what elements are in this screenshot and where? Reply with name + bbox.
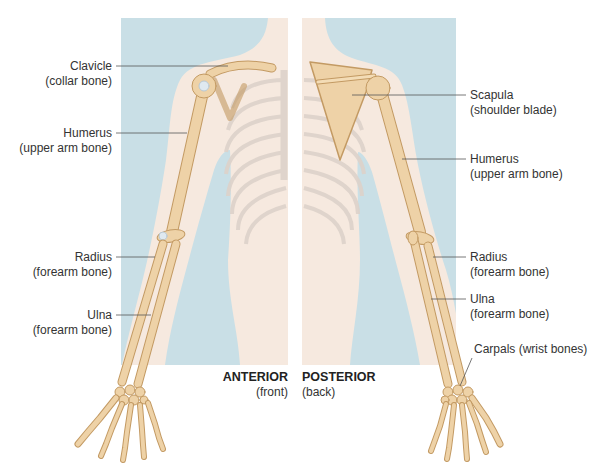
- label-head: Radius: [75, 250, 112, 264]
- leader-line: [460, 358, 472, 386]
- label-note: (back): [302, 385, 335, 399]
- bone: [125, 385, 135, 395]
- bone: [172, 92, 203, 232]
- background-panel: [121, 18, 456, 365]
- leader-line: [116, 66, 472, 386]
- bone: [469, 403, 486, 452]
- ribcage: [246, 206, 286, 244]
- leader-line: [352, 95, 466, 96]
- bone: [123, 405, 131, 460]
- label-head: Radius: [470, 250, 507, 264]
- bone-label: Humerus (upper arm bone): [19, 126, 112, 156]
- bone-label: Radius (forearm bone): [470, 250, 549, 280]
- bone: [408, 231, 418, 245]
- bone: [462, 405, 467, 459]
- leader-line: [433, 257, 466, 258]
- label-note: (forearm bone): [470, 307, 549, 321]
- bone: [159, 232, 167, 240]
- label-head: Ulna: [470, 292, 495, 306]
- bone: [140, 405, 144, 457]
- bone: [101, 404, 122, 456]
- label-note: (shoulder blade): [470, 103, 557, 117]
- leader-line: [116, 133, 187, 134]
- bone-label: Carpals (wrist bones): [474, 342, 587, 357]
- bone: [428, 246, 462, 382]
- leader-line: [116, 257, 155, 258]
- leader-line: [402, 159, 466, 160]
- bone: [214, 80, 244, 118]
- bone-label: Scapula (shoulder blade): [470, 88, 557, 118]
- bone-label: Clavicle (collar bone): [45, 59, 112, 89]
- label-note: (upper arm bone): [19, 141, 112, 155]
- bone: [431, 404, 446, 451]
- bone: [172, 92, 203, 232]
- bone: [428, 246, 462, 382]
- ribcage: [304, 206, 344, 244]
- bone: [453, 385, 463, 395]
- label-note: (forearm bone): [33, 265, 112, 279]
- label-head: Ulna: [87, 308, 112, 322]
- label-note: (forearm bone): [470, 265, 549, 279]
- view-label: ANTERIOR (front): [223, 370, 288, 400]
- bone: [447, 405, 454, 459]
- bone-label: Ulna (forearm bone): [470, 292, 549, 322]
- bone: [123, 405, 131, 460]
- label-head: POSTERIOR: [302, 370, 376, 384]
- leader-line: [116, 66, 228, 67]
- bone: [148, 403, 163, 449]
- label-head: Humerus: [63, 126, 112, 140]
- leader-line: [431, 299, 466, 300]
- bone: [366, 76, 390, 100]
- bone: [138, 244, 176, 384]
- bone: [318, 76, 374, 82]
- label-head: Scapula: [470, 88, 513, 102]
- bone: [447, 405, 454, 459]
- label-head: ANTERIOR: [223, 370, 288, 384]
- bone: [382, 94, 420, 232]
- bone: [138, 244, 176, 384]
- label-note: (forearm bone): [33, 323, 112, 337]
- leader-line: [116, 315, 151, 316]
- bone: [210, 65, 272, 74]
- bone: [318, 76, 374, 82]
- ribcage: [226, 70, 286, 244]
- label-head: Humerus: [470, 152, 519, 166]
- bone: [382, 94, 420, 232]
- bone: [140, 405, 144, 457]
- bone: [192, 74, 216, 98]
- bone: [148, 403, 163, 449]
- bone: [462, 405, 467, 459]
- bone: [210, 65, 272, 74]
- bone: [101, 404, 122, 456]
- bone-label: Radius (forearm bone): [33, 250, 112, 280]
- label-note: (upper arm bone): [470, 167, 563, 181]
- bone-label: Ulna (forearm bone): [33, 308, 112, 338]
- label-note: (front): [256, 385, 288, 399]
- label-note: (collar bone): [45, 74, 112, 88]
- bone: [469, 403, 486, 452]
- ribcage: [281, 70, 288, 180]
- bone: [199, 81, 209, 91]
- view-label: POSTERIOR (back): [302, 370, 376, 400]
- label-head: Clavicle: [70, 59, 112, 73]
- bone-label: Humerus (upper arm bone): [470, 152, 563, 182]
- bone: [431, 404, 446, 451]
